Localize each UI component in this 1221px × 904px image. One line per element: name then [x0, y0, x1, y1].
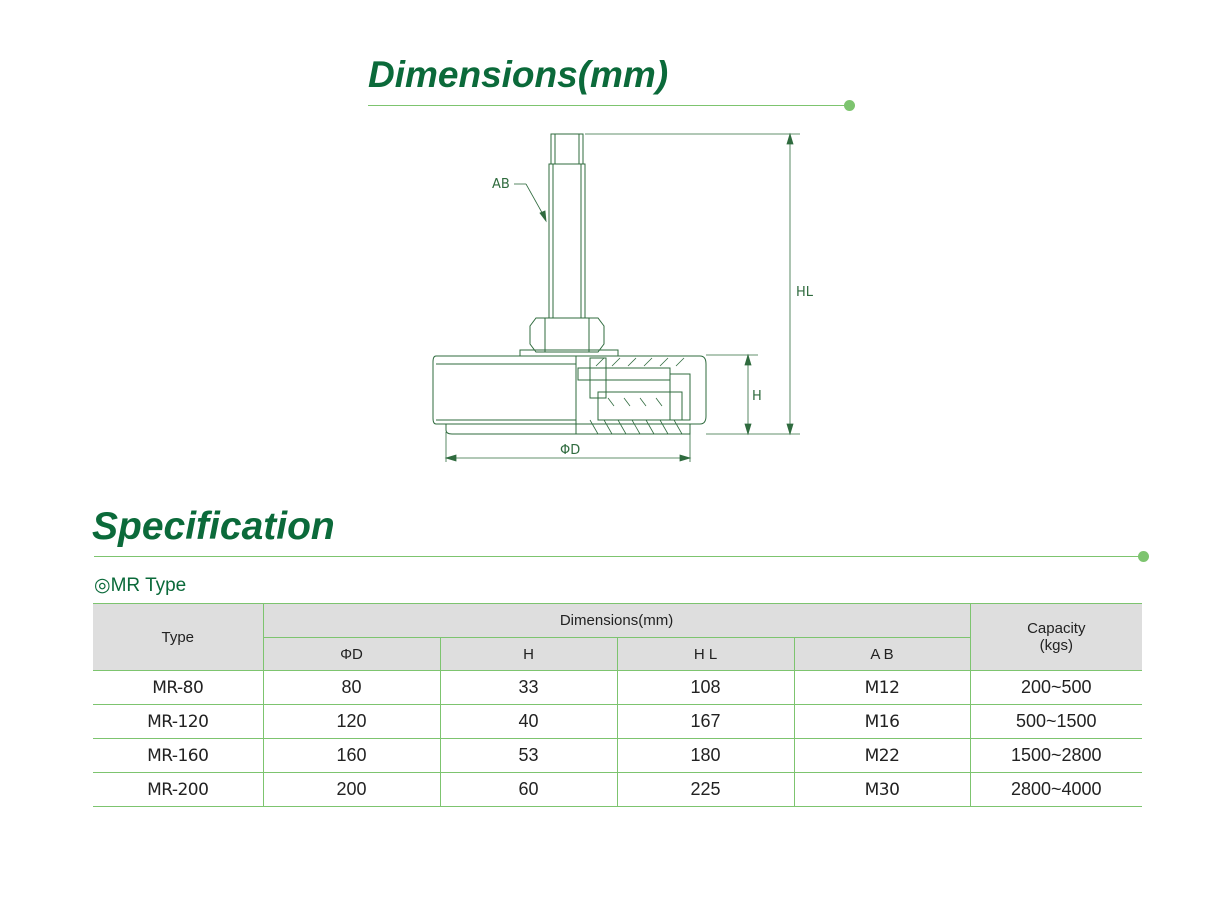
cell-capacity: 200~500	[969, 670, 1143, 705]
header-hl: H L	[616, 637, 795, 671]
specification-title-underline	[94, 556, 1140, 557]
cell-total-height: 108	[616, 670, 795, 705]
header-capacity: Capacity (kgs)	[969, 603, 1143, 671]
cell-thread: M16	[793, 704, 971, 739]
cell-type: MR-200	[93, 772, 264, 807]
specification-underline-dot	[1138, 551, 1149, 562]
cell-diameter: 120	[262, 704, 441, 739]
leveling-foot-drawing: AB HL H ΦD	[432, 132, 814, 462]
cell-capacity: 500~1500	[969, 704, 1143, 739]
stud-shaft	[548, 163, 586, 319]
cell-type: MR-160	[93, 738, 264, 773]
cell-diameter: 80	[262, 670, 441, 705]
cell-total-height: 167	[616, 704, 795, 739]
dimensions-title-underline	[368, 105, 848, 106]
hex-nut	[529, 317, 605, 353]
table-row: MR-120 120 40 167 M16 500~1500	[93, 704, 1143, 739]
cell-diameter: 200	[262, 772, 441, 807]
base-body	[432, 355, 707, 425]
header-phi-d: ΦD	[263, 637, 441, 671]
cell-total-height: 225	[616, 772, 795, 807]
header-ab: A B	[793, 637, 971, 671]
dimensions-title: Dimensions(mm)	[368, 54, 669, 95]
header-type: Type	[93, 603, 264, 671]
cell-total-height: 180	[616, 738, 795, 773]
header-h: H	[439, 637, 618, 671]
header-capacity-unit: (kgs)	[1039, 637, 1073, 654]
dimensions-underline-dot	[844, 100, 855, 111]
cell-diameter: 160	[262, 738, 441, 773]
hl-dimension-label: HL	[796, 285, 814, 300]
specification-title: Specification	[92, 505, 335, 548]
cell-type: MR-120	[93, 704, 264, 739]
cell-capacity: 2800~4000	[969, 772, 1143, 807]
specification-table: Type Dimensions(mm) Capacity (kgs) ΦD H …	[93, 603, 1143, 807]
cell-height: 33	[439, 670, 618, 705]
cell-capacity: 1500~2800	[969, 738, 1143, 773]
header-capacity-label: Capacity	[1027, 620, 1086, 637]
diameter-dimension-label: ΦD	[560, 443, 580, 458]
ab-dimension-label: AB	[492, 177, 510, 192]
cell-height: 40	[439, 704, 618, 739]
cell-height: 53	[439, 738, 618, 773]
cell-type: MR-80	[93, 670, 264, 705]
cell-thread: M12	[793, 670, 971, 705]
cell-thread: M30	[793, 772, 971, 807]
header-dimensions-group: Dimensions(mm)	[262, 603, 971, 638]
cell-thread: M22	[793, 738, 971, 773]
rubber-pad	[445, 423, 691, 435]
table-row: MR-80 80 33 108 M12 200~500	[93, 670, 1143, 705]
stud-thread-top	[550, 133, 584, 165]
mr-type-subtitle: ◎MR Type	[94, 575, 187, 596]
table-row: MR-160 160 53 180 M22 1500~2800	[93, 738, 1143, 773]
h-dimension-label: H	[752, 389, 762, 404]
table-row: MR-200 200 60 225 M30 2800~4000	[93, 772, 1143, 807]
cell-height: 60	[439, 772, 618, 807]
